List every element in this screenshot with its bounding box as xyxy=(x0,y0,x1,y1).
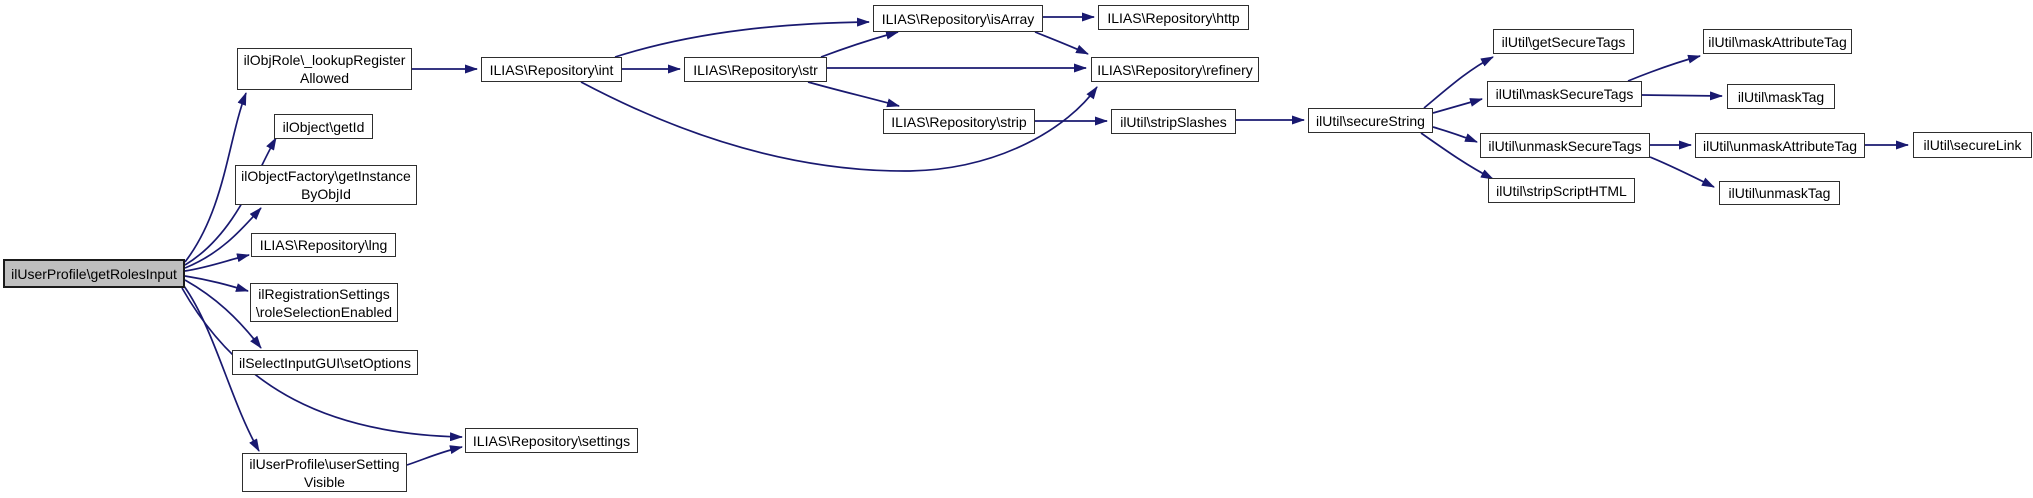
edge-getRolesInput-setOptions xyxy=(184,279,262,349)
node-setOptions[interactable]: ilSelectInputGUI\setOptions xyxy=(232,350,418,375)
edge-str-strip xyxy=(807,81,900,108)
node-settings[interactable]: ILIAS\Repository\settings xyxy=(465,428,638,453)
node-getInstanceByObjId[interactable]: ilObjectFactory\getInstance ByObjId xyxy=(235,165,417,205)
node-str[interactable]: ILIAS\Repository\str xyxy=(684,57,827,82)
node-getRolesInput: ilUserProfile\getRolesInput xyxy=(3,259,185,288)
node-isArray[interactable]: ILIAS\Repository\isArray xyxy=(873,5,1043,32)
edge-int-isArray xyxy=(614,17,870,58)
node-int[interactable]: ILIAS\Repository\int xyxy=(481,57,622,82)
node-secureString[interactable]: ilUtil\secureString xyxy=(1308,108,1433,133)
node-maskSecureTags[interactable]: ilUtil\maskSecureTags xyxy=(1487,81,1642,107)
edge-unmaskSecureTags-unmaskTag xyxy=(1649,156,1715,188)
edge-secureString-maskSecureTags xyxy=(1432,98,1483,114)
edge-int-refinery xyxy=(580,81,1098,172)
node-strip[interactable]: ILIAS\Repository\strip xyxy=(883,109,1035,134)
node-maskAttributeTag[interactable]: ilUtil\maskAttributeTag xyxy=(1703,29,1852,54)
node-stripSlashes[interactable]: ilUtil\stripSlashes xyxy=(1111,109,1236,134)
node-unmaskTag[interactable]: ilUtil\unmaskTag xyxy=(1719,181,1840,205)
edge-secureString-getSecureTags xyxy=(1423,56,1494,109)
edge-isArray-refinery xyxy=(1034,31,1089,55)
node-unmaskAttributeTag[interactable]: ilUtil\unmaskAttributeTag xyxy=(1695,133,1865,158)
node-lng[interactable]: ILIAS\Repository\lng xyxy=(251,233,396,257)
edge-maskSecureTags-maskTag xyxy=(1641,91,1723,101)
edge-userSettingVisible-settings xyxy=(406,445,463,466)
node-userSettingVisible[interactable]: ilUserProfile\userSetting Visible xyxy=(242,453,407,492)
node-secureLink[interactable]: ilUtil\secureLink xyxy=(1913,132,2032,158)
node-stripScriptHTML[interactable]: ilUtil\stripScriptHTML xyxy=(1488,178,1635,203)
node-http[interactable]: ILIAS\Repository\http xyxy=(1098,5,1249,30)
node-lookupRegisterAllowed[interactable]: ilObjRole\_lookupRegister Allowed xyxy=(237,48,412,90)
edge-getRolesInput-lookupRegisterAllowed xyxy=(184,92,247,263)
node-refinery[interactable]: ILIAS\Repository\refinery xyxy=(1091,57,1259,82)
edge-str-isArray xyxy=(820,30,899,58)
edge-maskSecureTags-maskAttributeTag xyxy=(1627,54,1701,82)
node-getSecureTags[interactable]: ilUtil\getSecureTags xyxy=(1493,29,1634,54)
edge-getRolesInput-userSettingVisible xyxy=(183,285,260,452)
edge-getRolesInput-lng xyxy=(184,253,250,272)
node-roleSelectionEnabled[interactable]: ilRegistrationSettings \roleSelectionEna… xyxy=(250,283,398,322)
edge-secureString-stripScriptHTML xyxy=(1420,132,1494,180)
edge-getRolesInput-getInstanceByObjId xyxy=(184,207,262,269)
node-unmaskSecureTags[interactable]: ilUtil\unmaskSecureTags xyxy=(1480,133,1650,158)
edge-getRolesInput-roleSelectionEnabled xyxy=(184,275,249,292)
node-maskTag[interactable]: ilUtil\maskTag xyxy=(1727,84,1835,109)
node-getId[interactable]: ilObject\getId xyxy=(274,114,373,139)
edge-secureString-unmaskSecureTags xyxy=(1432,126,1478,143)
edge-getRolesInput-settings xyxy=(181,287,463,442)
